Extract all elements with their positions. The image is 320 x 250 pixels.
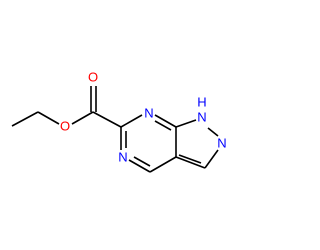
bond-ch2-o xyxy=(37,111,60,125)
nitrogen-n1-label: N xyxy=(197,110,206,125)
bond-n7-c7a xyxy=(154,114,177,128)
chemical-structure: O O N N H N N xyxy=(11,70,227,173)
oxygen-carbonyl-label: O xyxy=(88,70,98,85)
bond-ch3-ch2 xyxy=(11,111,39,127)
nitrogen-n2-label: N xyxy=(217,136,226,151)
bond-c4-n5-inner xyxy=(133,156,151,167)
bond-o-carbonyl-carbon xyxy=(71,111,94,125)
oxygen-ester-label: O xyxy=(60,119,70,134)
bond-c7a-n1 xyxy=(175,119,197,128)
bond-carbonyl-ring xyxy=(92,111,122,128)
nitrogen-nh-hydrogen-label: H xyxy=(197,95,206,110)
bond-c3-c3a xyxy=(175,156,206,169)
bond-c3-c3a-inner xyxy=(178,154,202,164)
nitrogen-n7-label: N xyxy=(144,106,153,121)
bond-n7-c7a-inner xyxy=(154,120,172,131)
bond-c4-n5 xyxy=(128,159,151,173)
nitrogen-n5-label: N xyxy=(118,150,127,165)
bond-c3a-c4 xyxy=(149,156,177,173)
bond-n1-n2 xyxy=(207,127,219,137)
bond-c6-n7 xyxy=(120,114,143,128)
bond-n2-c3 xyxy=(204,149,219,169)
